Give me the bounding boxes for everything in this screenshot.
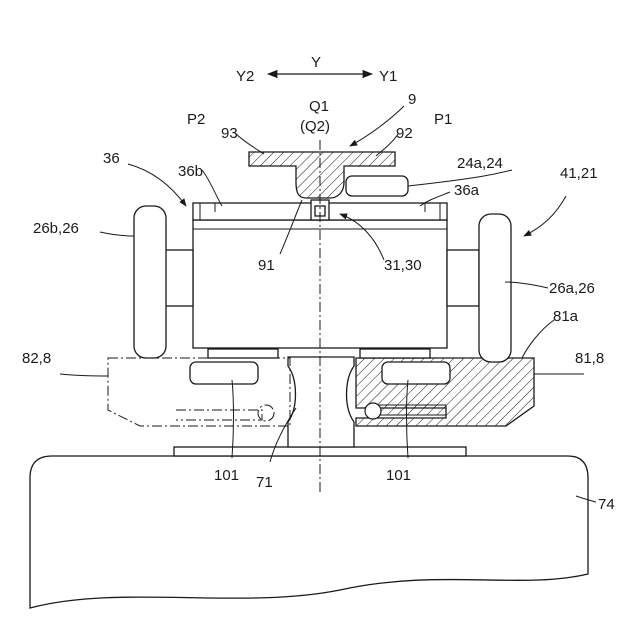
label-y1: Y1: [379, 68, 397, 85]
label-p2: P2: [187, 111, 205, 128]
support-block-left: [208, 349, 278, 358]
label-74: 74: [598, 496, 615, 513]
label-31-30: 31,30: [384, 257, 422, 274]
label-y-axis: Y: [311, 54, 321, 71]
label-26b-26: 26b,26: [33, 220, 79, 237]
label-36b: 36b: [178, 163, 203, 180]
label-81a: 81a: [553, 308, 579, 325]
label-y2: Y2: [236, 68, 254, 85]
latch-24a: [346, 176, 408, 196]
label-9: 9: [408, 91, 416, 108]
label-p1: P1: [434, 111, 452, 128]
label-26a-26: 26a,26: [549, 280, 595, 297]
label-71: 71: [256, 474, 273, 491]
label-101-left: 101: [214, 467, 239, 484]
wheel-26b: [134, 206, 166, 358]
pad-101-left: [190, 362, 258, 384]
label-q2: (Q2): [300, 118, 330, 135]
label-36a: 36a: [454, 182, 480, 199]
label-q1: Q1: [309, 98, 329, 115]
label-82-8: 82,8: [22, 350, 51, 367]
wheel-26a: [479, 214, 511, 362]
label-91: 91: [258, 257, 275, 274]
support-block-right: [360, 349, 430, 358]
label-101-right: 101: [386, 467, 411, 484]
axle-right: [447, 250, 479, 306]
label-36: 36: [103, 150, 120, 167]
pad-101-right: [382, 362, 450, 384]
label-81-8: 81,8: [575, 350, 604, 367]
post-71: [288, 357, 354, 447]
label-24a-24: 24a,24: [457, 155, 503, 172]
label-93: 93: [221, 125, 238, 142]
label-92: 92: [396, 125, 413, 142]
label-41-21: 41,21: [560, 165, 598, 182]
base-74: [30, 456, 588, 608]
